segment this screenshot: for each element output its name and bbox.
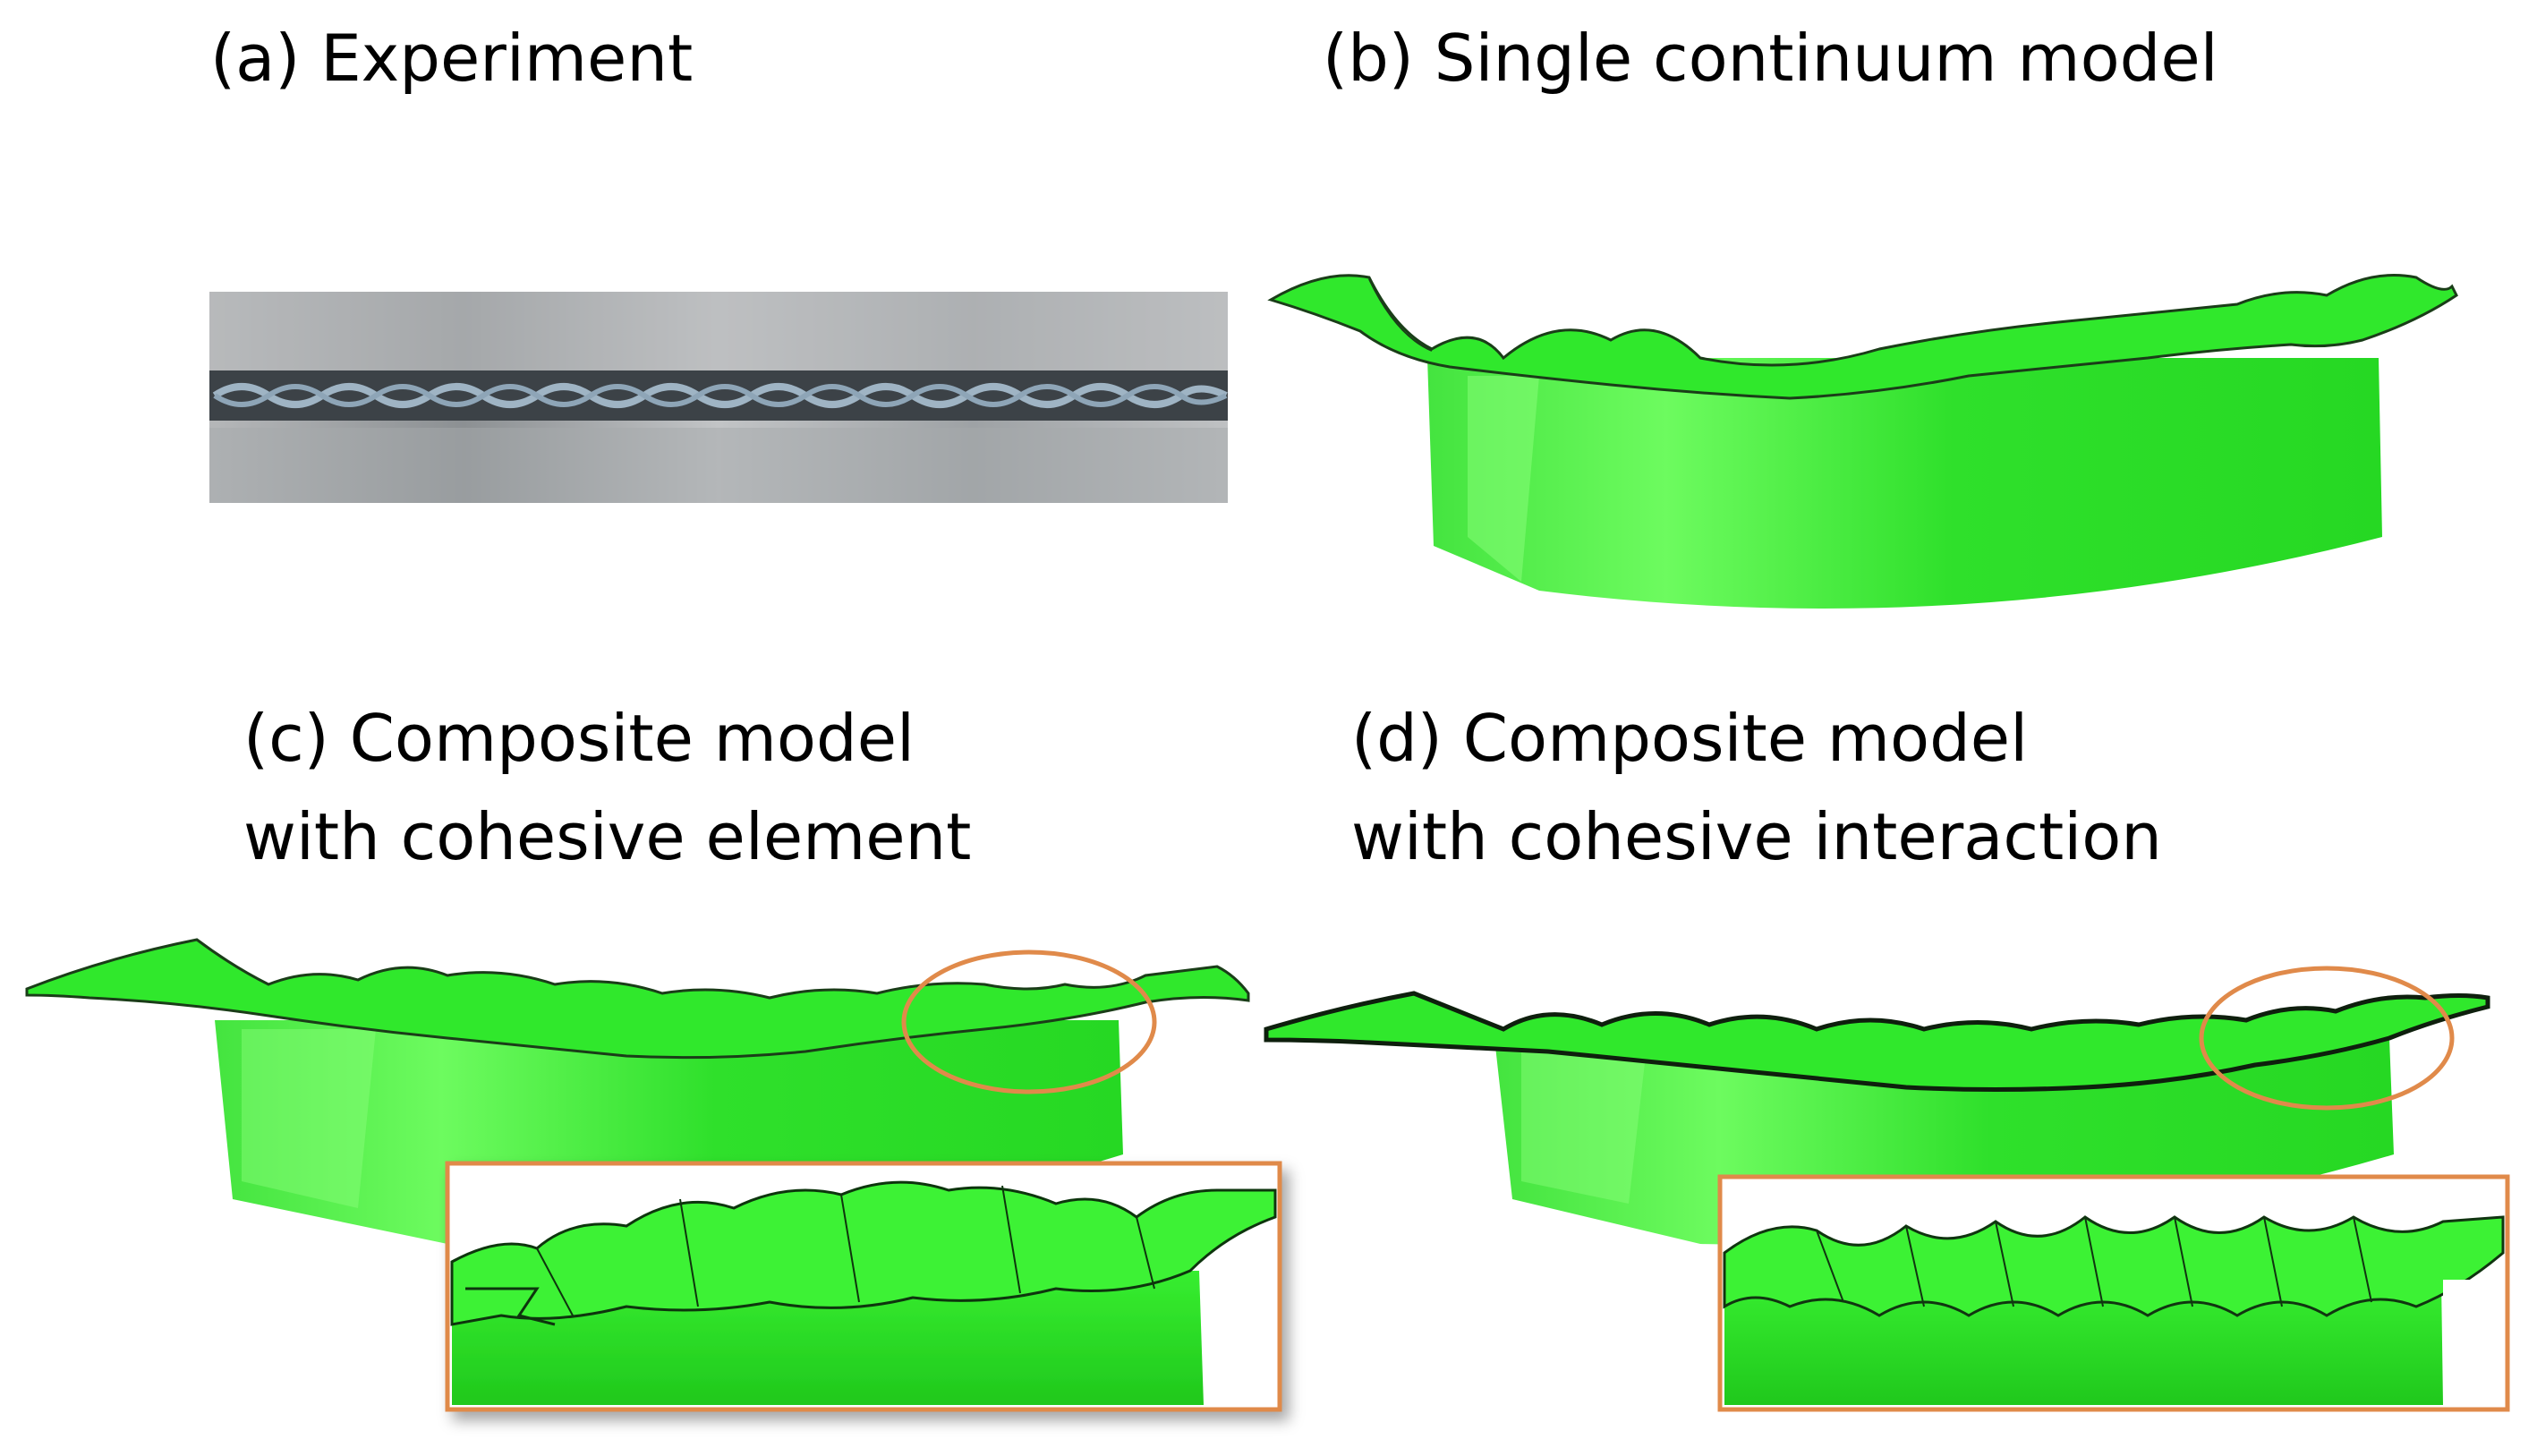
- panel-c-caption-line2: with cohesive element: [243, 799, 972, 874]
- composite-cohesive-element-model: [25, 938, 1282, 1412]
- highlight-circle-d: [2199, 966, 2455, 1111]
- zoom-inset-c: [445, 1161, 1282, 1412]
- panel-d-caption-line1: (d) Composite model: [1351, 701, 2029, 776]
- panel-b-caption: (b) Single continuum model: [1323, 21, 2218, 96]
- zoom-inset-d: [1717, 1174, 2510, 1412]
- composite-cohesive-interaction-model: [1264, 966, 2510, 1412]
- highlight-circle-c: [901, 949, 1157, 1094]
- panel-c-caption-line1: (c) Composite model: [243, 701, 915, 776]
- experiment-photo: [209, 292, 1228, 503]
- panel-d-caption-line2: with cohesive interaction: [1351, 799, 2162, 874]
- single-continuum-model: [1267, 274, 2458, 609]
- panel-a-caption: (a) Experiment: [210, 21, 694, 96]
